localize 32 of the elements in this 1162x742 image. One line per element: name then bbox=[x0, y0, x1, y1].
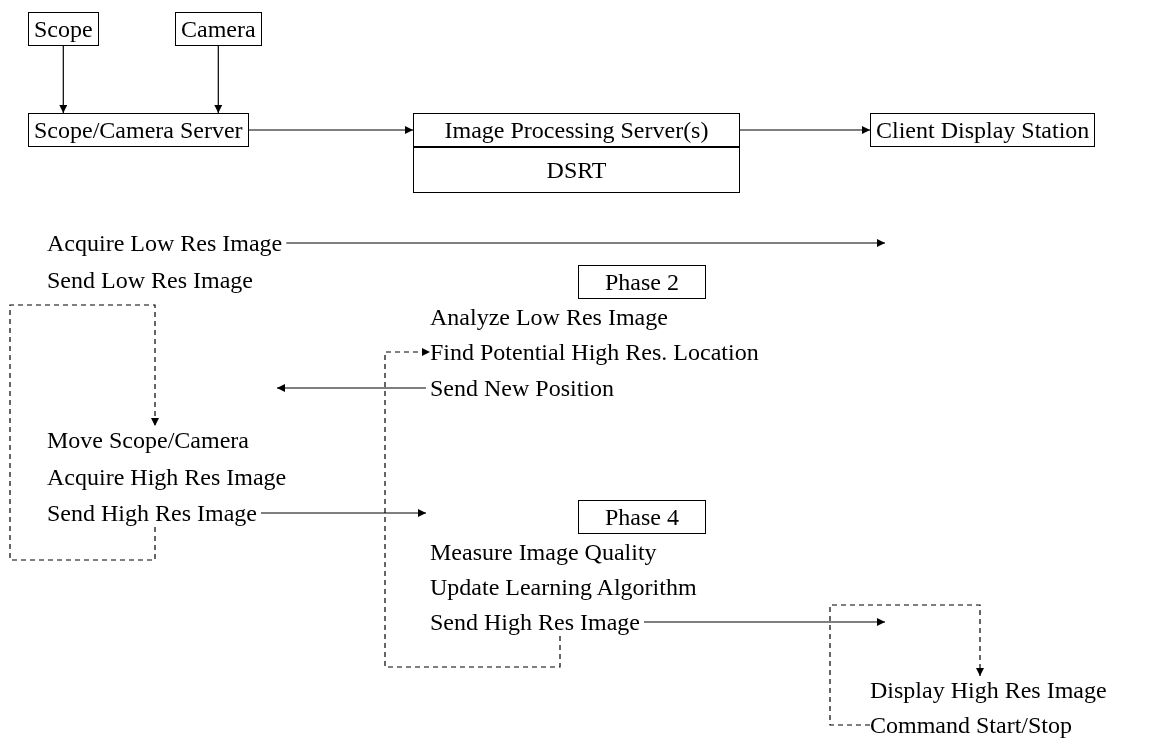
arrow bbox=[248, 126, 414, 134]
step-text: Send High Res Image bbox=[47, 499, 257, 527]
component-box: Scope/Camera Server bbox=[28, 113, 249, 147]
phase-label-box: Phase 2 bbox=[578, 265, 706, 299]
step-text: Command Start/Stop bbox=[870, 711, 1072, 739]
step-text: Display High Res Image bbox=[870, 676, 1107, 704]
dashed-loop-arrow bbox=[384, 348, 561, 668]
phase-label-box: Phase 4 bbox=[578, 500, 706, 534]
component-box: Image Processing Server(s) bbox=[413, 113, 740, 147]
component-box: Client Display Station bbox=[870, 113, 1096, 147]
dashed-loop-arrow bbox=[9, 304, 159, 561]
component-box: Scope bbox=[28, 12, 99, 46]
arrow bbox=[214, 45, 223, 114]
arrow bbox=[643, 618, 886, 626]
component-box: DSRT bbox=[413, 147, 740, 193]
arrow bbox=[276, 384, 427, 392]
arrow bbox=[59, 45, 68, 114]
step-text: Acquire High Res Image bbox=[47, 463, 287, 491]
step-text: Analyze Low Res Image bbox=[430, 303, 668, 331]
step-text: Find Potential High Res. Location bbox=[430, 338, 759, 366]
step-text: Send High Res Image bbox=[430, 608, 640, 636]
component-box: Camera bbox=[175, 12, 262, 46]
arrow bbox=[739, 126, 871, 134]
step-text: Update Learning Algorithm bbox=[430, 573, 697, 601]
dashed-loop-arrow bbox=[829, 604, 984, 726]
step-text: Send Low Res Image bbox=[47, 266, 253, 294]
step-text: Acquire Low Res Image bbox=[47, 229, 283, 257]
arrow bbox=[260, 509, 427, 517]
step-text: Measure Image Quality bbox=[430, 538, 657, 566]
arrow bbox=[285, 239, 886, 247]
step-text: Move Scope/Camera bbox=[47, 426, 249, 454]
step-text: Send New Position bbox=[430, 374, 614, 402]
